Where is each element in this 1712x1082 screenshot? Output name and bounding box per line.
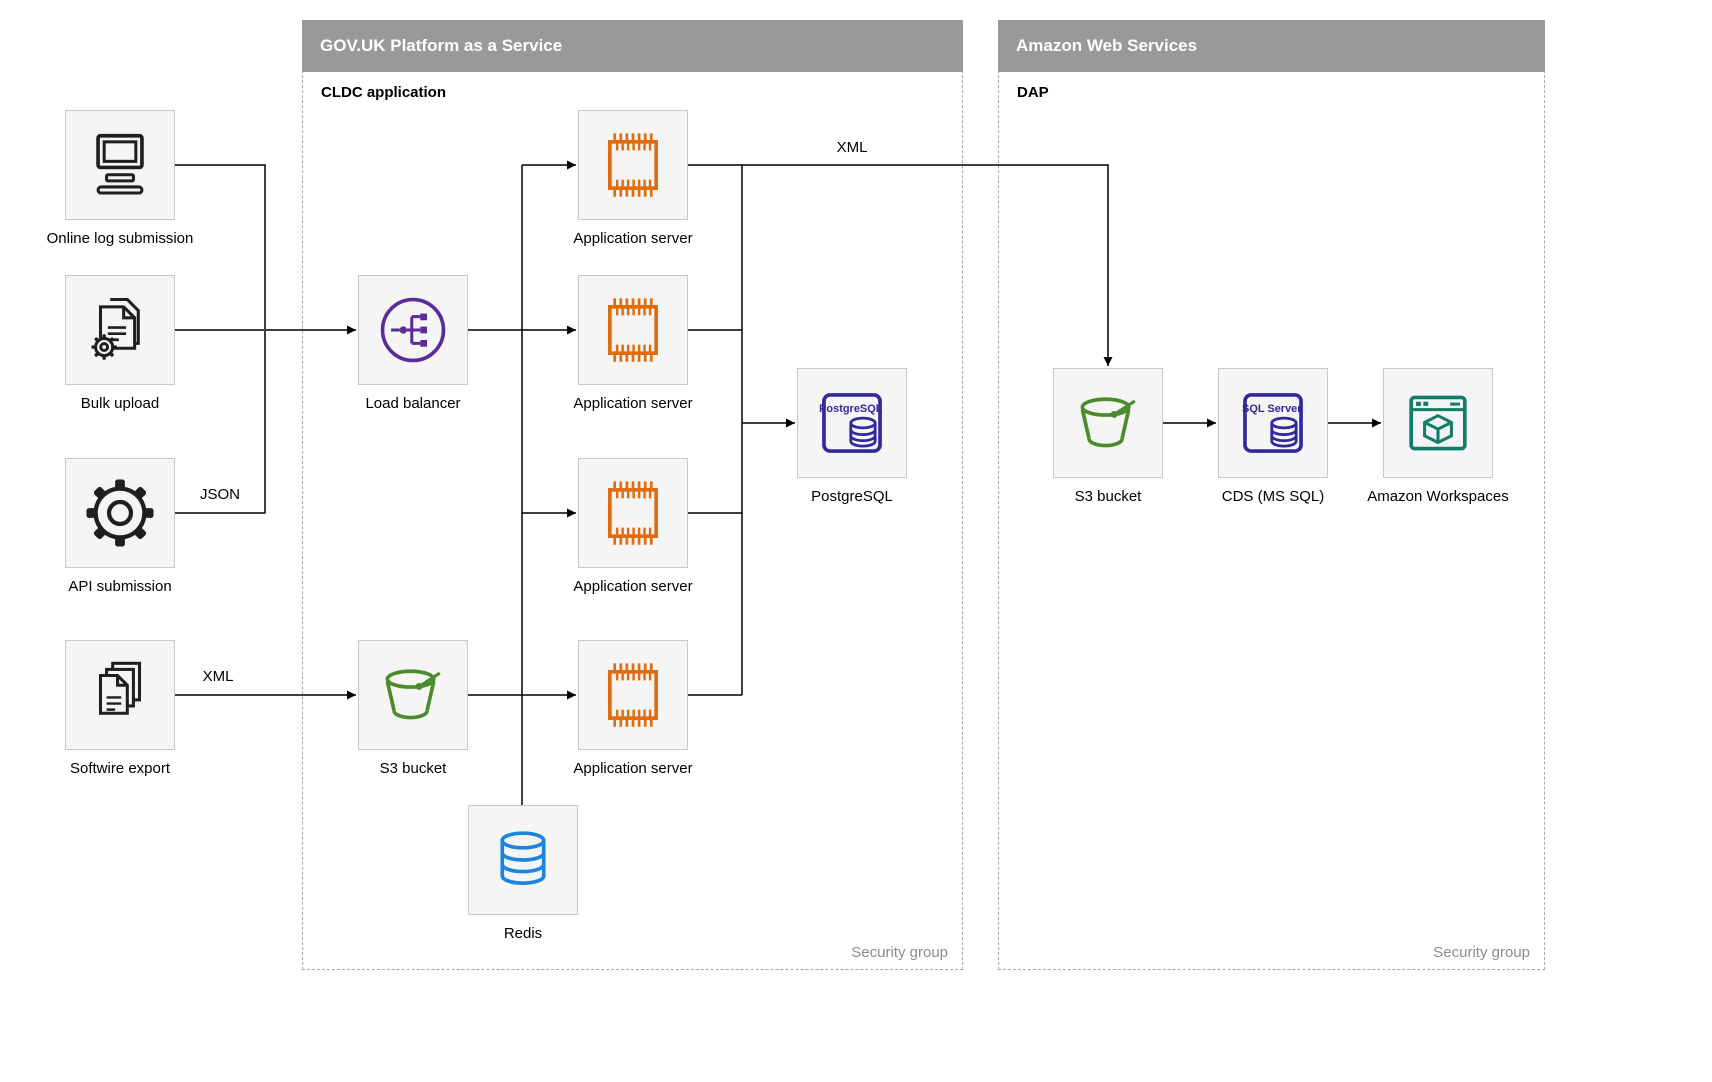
node-bulk-upload: Bulk upload [65, 275, 175, 412]
edge-api-merge [175, 331, 266, 514]
postgresql-icon: PostgreSQL [819, 393, 883, 453]
node-label: Amazon Workspaces [1367, 488, 1509, 505]
application-server-2-box [578, 275, 688, 385]
node-redis: Redis [468, 805, 578, 942]
chip-icon [608, 481, 658, 545]
node-application-server-2: Application server [573, 275, 693, 412]
node-application-server-1: Application server [573, 110, 693, 247]
computer-icon [96, 133, 144, 195]
online-log-submission-box [65, 110, 175, 220]
node-label: PostgreSQL [811, 488, 893, 505]
edge-onlinelog-merge [175, 164, 266, 329]
node-label: Online log submission [46, 230, 194, 247]
node-softwire-export: Softwire export [65, 640, 175, 777]
documents-icon [98, 661, 142, 715]
node-application-server-3: Application server [573, 458, 693, 595]
cds-mssql-box: SQL Server [1218, 368, 1328, 478]
softwire-export-box [65, 640, 175, 750]
node-label: Application server [573, 230, 693, 247]
node-amazon-workspaces: Amazon Workspaces [1367, 368, 1509, 505]
s3-bucket-paas-box [358, 640, 468, 750]
node-label: S3 bucket [379, 760, 447, 777]
node-online-log-submission: Online log submission [47, 110, 193, 247]
node-cds-mssql: SQL Server CDS (MS SQL) [1218, 368, 1328, 505]
edge-appserver1-to-s3aws [688, 164, 1113, 366]
postgresql-icon-text: PostgreSQL [819, 403, 883, 415]
govuk-paas-header: GOV.UK Platform as a Service [302, 20, 963, 72]
application-server-3-box [578, 458, 688, 568]
node-s3-bucket-paas: S3 bucket [358, 640, 468, 777]
gear-icon [86, 479, 154, 547]
aws-title: Amazon Web Services [1016, 36, 1198, 55]
s3-bucket-aws-box [1053, 368, 1163, 478]
database-icon [500, 831, 546, 885]
load-balancer-box [358, 275, 468, 385]
node-label: Bulk upload [80, 395, 160, 412]
node-label: CDS (MS SQL) [1221, 488, 1325, 505]
paas-security-group-label: Security group [851, 944, 948, 961]
load-balancer-icon [380, 297, 446, 363]
edge-label-json: JSON [185, 486, 255, 503]
dap-label: DAP [1017, 84, 1049, 101]
postgresql-box: PostgreSQL [797, 368, 907, 478]
bulk-upload-box [65, 275, 175, 385]
edge-label-xml-to-aws: XML [817, 139, 887, 156]
node-load-balancer: Load balancer [358, 275, 468, 412]
node-postgresql: PostgreSQL PostgreSQL [797, 368, 907, 505]
node-api-submission: API submission [65, 458, 175, 595]
bucket-icon [1080, 397, 1136, 448]
chip-icon [608, 298, 658, 362]
sql-server-icon: SQL Server [1242, 393, 1303, 453]
application-server-4-box [578, 640, 688, 750]
node-label: Load balancer [365, 395, 461, 412]
sql-server-icon-text: SQL Server [1242, 403, 1302, 415]
node-application-server-4: Application server [573, 640, 693, 777]
node-label: API submission [68, 578, 172, 595]
node-s3-bucket-aws: S3 bucket [1053, 368, 1163, 505]
node-label: Softwire export [69, 760, 171, 777]
aws-security-group-label: Security group [1433, 944, 1530, 961]
chip-icon [608, 663, 658, 727]
bucket-icon [385, 669, 441, 720]
aws-header: Amazon Web Services [998, 20, 1545, 72]
node-label: Application server [573, 578, 693, 595]
group-govuk-paas: GOV.UK Platform as a Service CLDC applic… [302, 20, 963, 970]
edge-label-xml-softwire: XML [183, 668, 253, 685]
govuk-paas-title: GOV.UK Platform as a Service [320, 36, 563, 55]
application-server-1-box [578, 110, 688, 220]
group-aws: Amazon Web Services DAP Security group [998, 20, 1545, 970]
redis-box [468, 805, 578, 915]
node-label: S3 bucket [1074, 488, 1142, 505]
api-submission-box [65, 458, 175, 568]
cldc-application-label: CLDC application [321, 84, 447, 101]
chip-icon [608, 133, 658, 197]
workspaces-icon [1409, 395, 1467, 451]
amazon-workspaces-box [1383, 368, 1493, 478]
node-label: Application server [573, 395, 693, 412]
node-label: Application server [573, 760, 693, 777]
node-label: Redis [503, 925, 543, 942]
document-gear-icon [91, 298, 140, 360]
